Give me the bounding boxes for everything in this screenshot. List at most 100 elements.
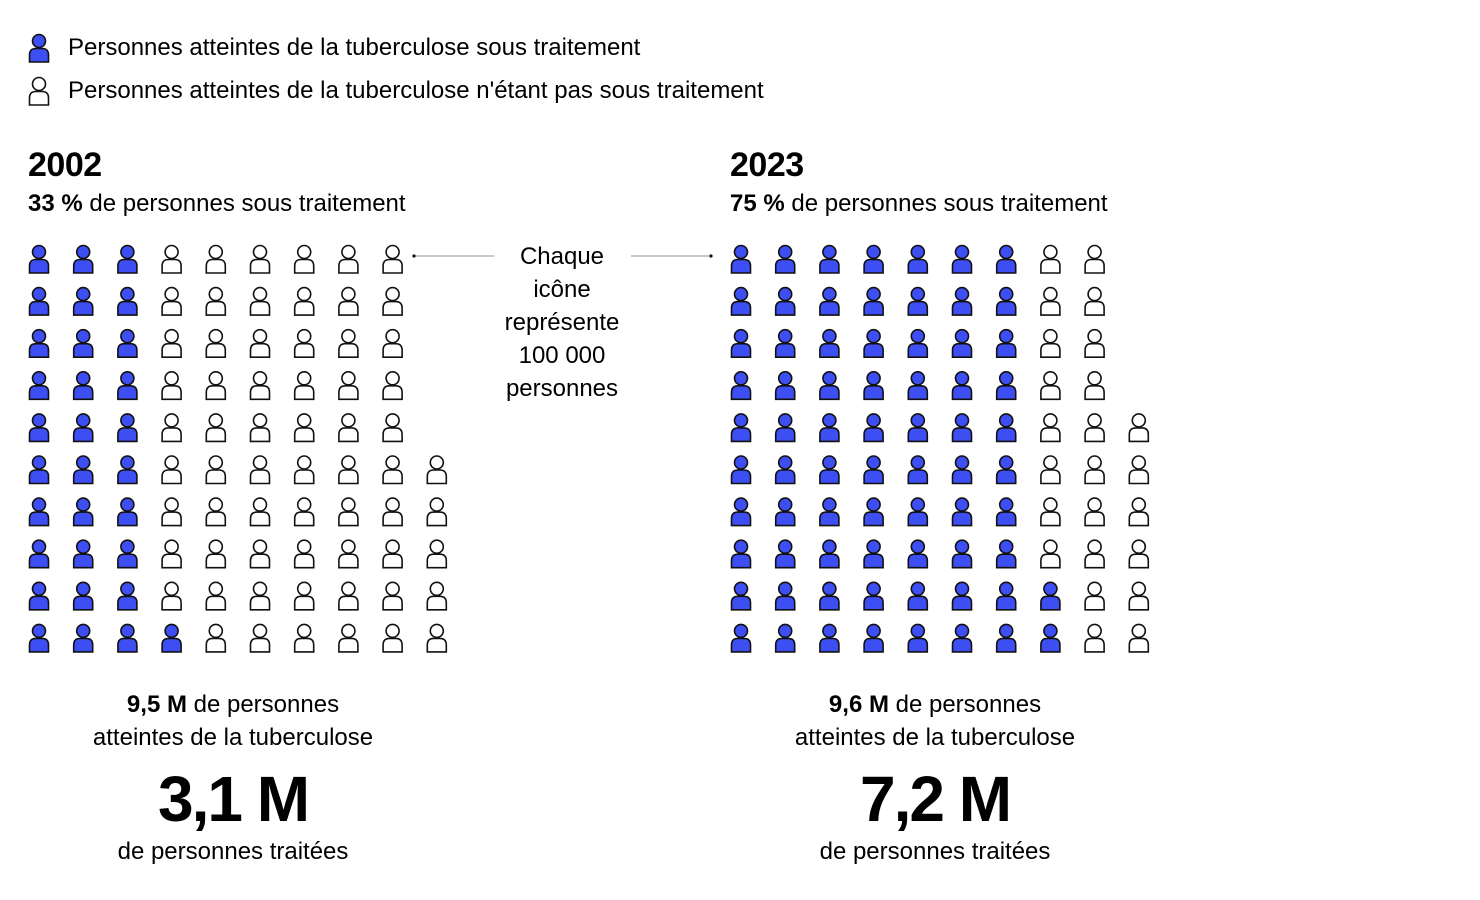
pct-text: de personnes sous traitement xyxy=(82,190,406,217)
person-outline-icon xyxy=(1128,413,1150,443)
person-outline-icon xyxy=(382,413,403,443)
person-filled-icon xyxy=(995,244,1017,274)
panel-year: 2002 xyxy=(28,146,102,184)
person-filled-icon xyxy=(730,455,752,485)
person-filled-icon xyxy=(863,244,884,274)
person-outline-icon xyxy=(205,286,227,316)
person-filled-icon xyxy=(863,328,884,359)
person-outline-icon xyxy=(293,328,315,359)
person-outline-icon xyxy=(293,623,315,653)
person-filled-icon xyxy=(28,413,50,443)
person-outline-icon xyxy=(293,244,315,274)
person-outline-icon xyxy=(205,455,227,485)
total-text-1: de personnes xyxy=(888,691,1042,718)
person-filled-icon xyxy=(819,623,840,653)
person-outline-icon xyxy=(161,286,182,316)
person-filled-icon xyxy=(117,455,138,485)
person-outline-icon xyxy=(249,370,271,401)
person-filled-icon xyxy=(774,455,796,485)
person-filled-icon xyxy=(995,623,1017,653)
icon-scale-note: Chaque icône représente 100 000 personne… xyxy=(504,243,620,402)
person-filled-icon xyxy=(819,286,840,316)
person-outline-icon xyxy=(249,413,271,443)
person-outline-icon xyxy=(205,539,227,569)
person-filled-icon xyxy=(117,497,138,527)
total-cases: 9,6 M de personnes atteintes de la tuber… xyxy=(730,688,1140,754)
person-filled-icon xyxy=(863,623,884,653)
person-filled-icon xyxy=(951,623,973,653)
panel-2002: 2002 33 % de personnes sous traitement 9… xyxy=(28,0,668,900)
person-filled-icon xyxy=(161,623,182,653)
person-outline-icon xyxy=(1040,286,1061,316)
person-outline-icon xyxy=(382,623,403,653)
person-filled-icon xyxy=(995,286,1017,316)
person-filled-icon xyxy=(28,455,50,485)
person-outline-icon xyxy=(1128,581,1150,611)
person-filled-icon xyxy=(774,328,796,359)
person-outline-icon xyxy=(249,244,271,274)
person-filled-icon xyxy=(995,413,1017,443)
person-filled-icon xyxy=(72,286,94,316)
person-filled-icon xyxy=(951,581,973,611)
person-outline-icon xyxy=(338,328,359,359)
treated-label: de personnes traitées xyxy=(819,838,1051,865)
legend-item-untreated: Personnes atteintes de la tuberculose n'… xyxy=(28,69,764,112)
person-filled-icon xyxy=(28,623,50,653)
person-outline-icon xyxy=(338,497,359,527)
person-filled-icon xyxy=(730,623,752,653)
person-outline-icon xyxy=(161,328,182,359)
person-outline-icon xyxy=(249,286,271,316)
person-outline-icon xyxy=(161,370,182,401)
person-filled-icon xyxy=(730,497,752,527)
person-outline-icon xyxy=(205,370,227,401)
person-filled-icon xyxy=(28,33,50,63)
pictogram-grid-2023 xyxy=(730,244,1150,653)
person-outline-icon xyxy=(1040,328,1061,359)
person-outline-icon xyxy=(205,581,227,611)
person-outline-icon xyxy=(161,413,182,443)
person-outline-icon xyxy=(382,539,403,569)
person-filled-icon xyxy=(117,370,138,401)
legend-label-untreated: Personnes atteintes de la tuberculose n'… xyxy=(68,76,764,104)
person-filled-icon xyxy=(907,286,929,316)
person-outline-icon xyxy=(1084,623,1105,653)
person-filled-icon xyxy=(28,328,50,359)
person-filled-icon xyxy=(730,413,752,443)
person-filled-icon xyxy=(951,328,973,359)
person-filled-icon xyxy=(995,328,1017,359)
treated-value: 3,1 M xyxy=(157,763,310,835)
person-outline-icon xyxy=(293,581,315,611)
person-filled-icon xyxy=(907,413,929,443)
person-outline-icon xyxy=(293,370,315,401)
panel-2023: 2023 75 % de personnes sous traitement 9… xyxy=(730,0,1370,900)
person-filled-icon xyxy=(28,286,50,316)
connector-right-end xyxy=(709,254,713,258)
person-outline-icon xyxy=(382,497,403,527)
person-filled-icon xyxy=(774,370,796,401)
person-filled-icon xyxy=(72,370,94,401)
person-outline-icon xyxy=(426,539,448,569)
person-filled-icon xyxy=(730,581,752,611)
legend: Personnes atteintes de la tuberculose so… xyxy=(28,26,764,112)
person-filled-icon xyxy=(774,244,796,274)
person-filled-icon xyxy=(117,623,138,653)
treatment-percentage: 33 % de personnes sous traitement xyxy=(28,190,406,218)
pct-text: de personnes sous traitement xyxy=(784,190,1108,217)
person-filled-icon xyxy=(774,286,796,316)
person-filled-icon xyxy=(863,413,884,443)
person-filled-icon xyxy=(72,328,94,359)
person-outline-icon xyxy=(161,455,182,485)
person-outline-icon xyxy=(161,581,182,611)
person-filled-icon xyxy=(951,539,973,569)
person-outline-icon xyxy=(382,455,403,485)
treatment-percentage: 75 % de personnes sous traitement xyxy=(730,190,1108,218)
person-filled-icon xyxy=(117,286,138,316)
person-filled-icon xyxy=(819,370,840,401)
person-filled-icon xyxy=(774,539,796,569)
person-outline-icon xyxy=(426,581,448,611)
person-filled-icon xyxy=(907,455,929,485)
treated-label: de personnes traitées xyxy=(117,838,349,865)
pictogram-grid-2002 xyxy=(28,244,448,653)
person-outline-icon xyxy=(205,623,227,653)
person-filled-icon xyxy=(117,413,138,443)
